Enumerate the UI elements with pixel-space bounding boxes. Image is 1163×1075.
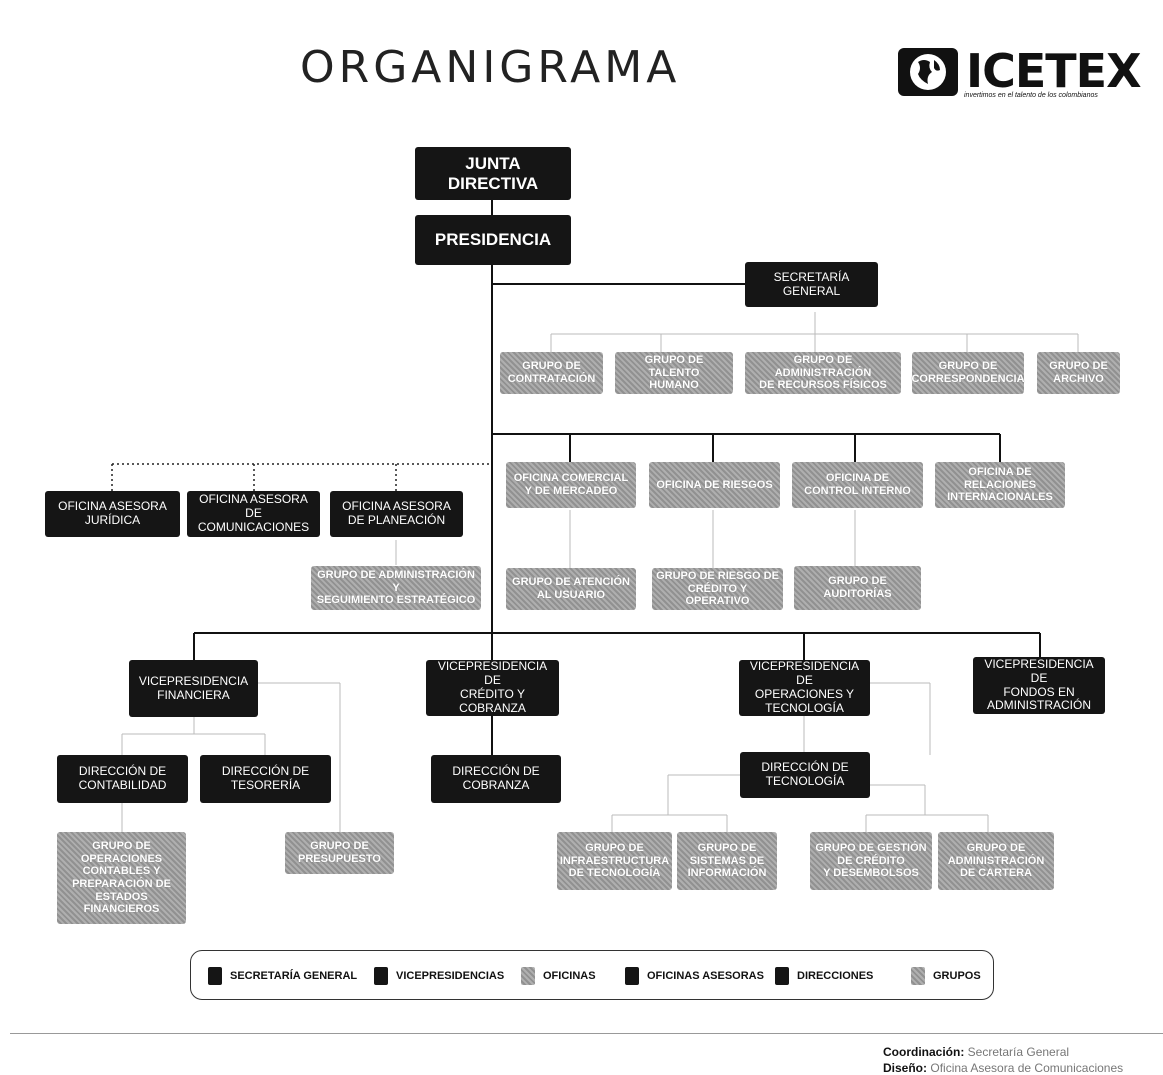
node-presidencia[interactable]: PRESIDENCIA [415,215,571,265]
credit-coordinacion: Coordinación: Secretaría General [883,1045,1069,1059]
legend: SECRETARÍA GENERAL VICEPRESIDENCIAS OFIC… [190,950,994,1000]
light-group-connectors [121,312,1079,832]
legend-label: GRUPOS [933,970,981,982]
node-grupo-archivo[interactable]: GRUPO DE ARCHIVO [1037,352,1120,394]
node-vp-financiera[interactable]: VICEPRESIDENCIA FINANCIERA [129,660,258,717]
legend-swatch-dark [775,967,789,985]
node-grupo-recursos-fisicos[interactable]: GRUPO DE ADMINISTRACIÓN DE RECURSOS FÍSI… [745,352,901,394]
node-grupo-auditorias[interactable]: GRUPO DE AUDITORÍAS [794,566,921,610]
node-grupo-gestion-credito[interactable]: GRUPO DE GESTIÓN DE CRÉDITO Y DESEMBOLSO… [810,832,932,890]
node-oficina-planeacion[interactable]: OFICINA ASESORA DE PLANEACIÓN [330,491,463,537]
legend-item: DIRECCIONES [775,967,873,985]
legend-label: DIRECCIONES [797,970,874,982]
node-grupo-riesgo-credito[interactable]: GRUPO DE RIESGO DE CRÉDITO Y OPERATIVO [652,568,783,610]
page-title: ORGANIGRAMA [300,42,681,93]
node-grupo-seguimiento-estrategico[interactable]: GRUPO DE ADMINISTRACIÓN Y SEGUIMIENTO ES… [311,566,481,610]
node-vp-credito-cobranza[interactable]: VICEPRESIDENCIA DE CRÉDITO Y COBRANZA [426,660,559,716]
logo-wordmark: ICETEX [966,44,1142,98]
node-grupo-talento-humano[interactable]: GRUPO DE TALENTO HUMANO [615,352,733,394]
credit-coordinacion-label: Coordinación: [883,1045,965,1059]
icetex-logo: ICETEX invertimos en el talento de los c… [896,44,1142,102]
node-vp-operaciones-tecnologia[interactable]: VICEPRESIDENCIA DE OPERACIONES Y TECNOLO… [739,660,870,716]
legend-swatch-grey [521,967,535,985]
legend-label: SECRETARÍA GENERAL [230,970,358,982]
dotted-advisory-connectors [111,463,492,491]
credit-diseno-value: Oficina Asesora de Comunicaciones [930,1061,1124,1075]
node-oficina-comercial[interactable]: OFICINA COMERCIAL Y DE MERCADEO [506,462,636,508]
node-grupo-presupuesto[interactable]: GRUPO DE PRESUPUESTO [285,832,394,874]
node-oficina-control-interno[interactable]: OFICINA DE CONTROL INTERNO [792,462,923,508]
footer-divider [10,1033,1163,1034]
node-grupo-sistemas-informacion[interactable]: GRUPO DE SISTEMAS DE INFORMACIÓN [677,832,777,890]
node-vp-fondos-administracion[interactable]: VICEPRESIDENCIA DE FONDOS EN ADMINISTRAC… [973,657,1105,714]
node-direccion-cobranza[interactable]: DIRECCIÓN DE COBRANZA [431,755,561,803]
logo-tagline: invertimos en el talento de los colombia… [964,92,1098,99]
legend-item: OFICINAS ASESORAS [625,967,764,985]
legend-label: OFICINAS ASESORAS [647,970,764,982]
legend-label: OFICINAS [543,970,596,982]
legend-item: GRUPOS [911,967,981,985]
legend-item: OFICINAS [521,967,596,985]
legend-swatch-dark [625,967,639,985]
credit-diseno: Diseño: Oficina Asesora de Comunicacione… [883,1061,1123,1075]
node-oficina-juridica[interactable]: OFICINA ASESORA JURÍDICA [45,491,180,537]
legend-swatch-dark [374,967,388,985]
node-oficina-riesgos[interactable]: OFICINA DE RIESGOS [649,462,780,508]
credit-coordinacion-value: Secretaría General [967,1045,1070,1059]
node-oficina-comunicaciones[interactable]: OFICINA ASESORA DE COMUNICACIONES [187,491,320,537]
credit-diseno-label: Diseño: [883,1061,928,1075]
solid-connectors [193,200,1041,755]
node-grupo-contratacion[interactable]: GRUPO DE CONTRATACIÓN [500,352,603,394]
node-direccion-contabilidad[interactable]: DIRECCIÓN DE CONTABILIDAD [57,755,188,803]
legend-item: VICEPRESIDENCIAS [374,967,504,985]
legend-item: SECRETARÍA GENERAL [208,967,357,985]
node-grupo-administracion-cartera[interactable]: GRUPO DE ADMINISTRACIÓN DE CARTERA [938,832,1054,890]
globe-icon [898,48,958,96]
node-grupo-atencion-usuario[interactable]: GRUPO DE ATENCIÓN AL USUARIO [506,568,636,610]
node-junta-directiva[interactable]: JUNTA DIRECTIVA [415,147,571,200]
legend-label: VICEPRESIDENCIAS [396,970,505,982]
node-secretaria-general[interactable]: SECRETARÍA GENERAL [745,262,878,307]
node-direccion-tesoreria[interactable]: DIRECCIÓN DE TESORERÍA [200,755,331,803]
legend-swatch-dark [208,967,222,985]
node-direccion-tecnologia[interactable]: DIRECCIÓN DE TECNOLOGÍA [740,752,870,798]
legend-swatch-grey [911,967,925,985]
node-oficina-relaciones-internacionales[interactable]: OFICINA DE RELACIONES INTERNACIONALES [935,462,1065,508]
node-grupo-infraestructura[interactable]: GRUPO DE INFRAESTRUCTURA DE TECNOLOGÍA [557,832,672,890]
node-grupo-operaciones-contables[interactable]: GRUPO DE OPERACIONES CONTABLES Y PREPARA… [57,832,186,924]
node-grupo-correspondencia[interactable]: GRUPO DE CORRESPONDENCIA [911,352,1025,394]
